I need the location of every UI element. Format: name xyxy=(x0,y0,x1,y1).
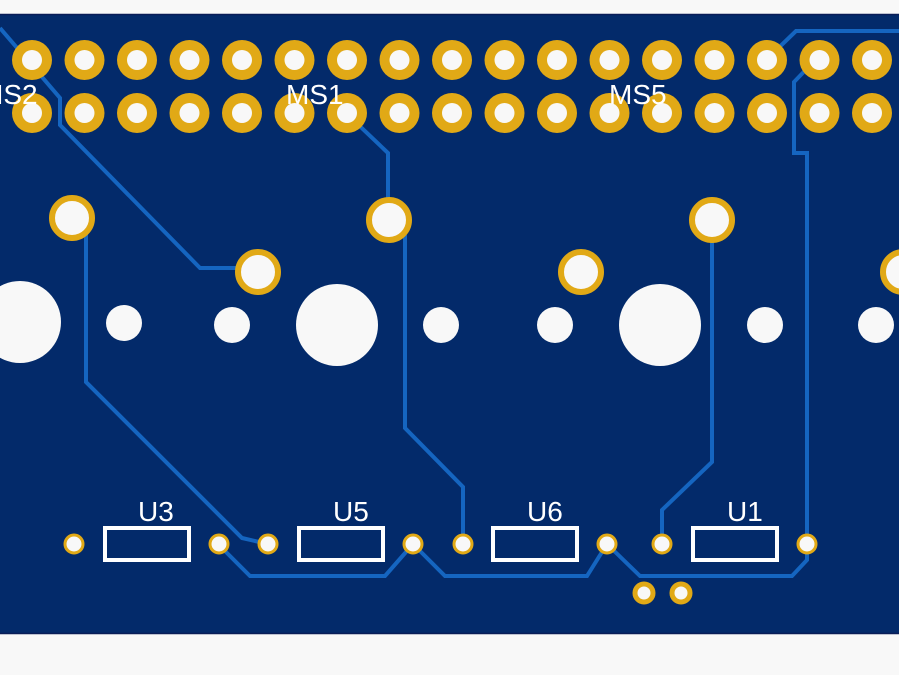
led-pad xyxy=(452,533,474,555)
header-pin-drill xyxy=(809,50,830,70)
trace xyxy=(216,542,415,578)
header-pin-drill xyxy=(74,50,95,70)
header-pin-drill xyxy=(284,103,305,123)
header-pin-drill xyxy=(284,50,305,70)
header-pin-drill xyxy=(337,50,357,70)
header-pin-drill xyxy=(232,103,252,123)
switch-pad xyxy=(880,249,899,295)
led-pad xyxy=(402,533,424,555)
header-pin-drill xyxy=(757,103,777,123)
switch-pad xyxy=(366,197,412,243)
header-pin-drill xyxy=(232,50,252,70)
drill-hole xyxy=(747,307,783,343)
label-u1: U1 xyxy=(727,496,763,527)
label-ms2: MS2 xyxy=(0,79,38,110)
led-pad xyxy=(257,533,279,555)
led-pad xyxy=(596,533,618,555)
header-pin-drill xyxy=(442,103,462,123)
header-pin-drill xyxy=(127,50,147,70)
header-pin-drill xyxy=(494,50,515,70)
header-pin-drill xyxy=(652,103,672,123)
mounting-hole xyxy=(0,281,61,363)
header-pin-drill xyxy=(127,103,147,123)
label-u6: U6 xyxy=(527,496,563,527)
mounting-hole xyxy=(619,284,701,366)
header-pin-drill xyxy=(389,103,410,123)
u5-outline xyxy=(297,526,385,562)
trace xyxy=(660,220,714,544)
drill-hole xyxy=(858,307,894,343)
label-u3: U3 xyxy=(138,496,174,527)
led-pad xyxy=(208,533,230,555)
led-pad xyxy=(651,533,673,555)
via-pad xyxy=(669,581,693,605)
header-pin-drill xyxy=(22,103,42,123)
via-pad xyxy=(632,581,656,605)
header-pin-drill xyxy=(547,50,567,70)
drill-hole xyxy=(423,307,459,343)
header-pin-drill xyxy=(337,103,357,123)
drill-hole xyxy=(214,307,250,343)
header-pin-drill xyxy=(652,50,672,70)
header-pins xyxy=(12,40,892,133)
switch-pad xyxy=(235,249,281,295)
switch-footprints xyxy=(0,195,899,366)
led-pad xyxy=(796,533,818,555)
header-pin-drill xyxy=(179,50,200,70)
trace xyxy=(411,542,609,578)
label-ms5: MS5 xyxy=(609,79,667,110)
u6-outline xyxy=(491,526,579,562)
trace xyxy=(792,53,822,544)
header-pin-drill xyxy=(599,50,620,70)
led-pad xyxy=(63,533,85,555)
header-pin-drill xyxy=(599,103,620,123)
trace xyxy=(605,542,809,578)
drill-hole xyxy=(106,305,142,341)
header-pin-drill xyxy=(757,50,777,70)
switch-pad xyxy=(689,197,735,243)
led-footprints xyxy=(63,526,818,605)
switch-pad xyxy=(558,249,604,295)
header-pin-drill xyxy=(862,103,882,123)
header-pin-drill xyxy=(22,50,42,70)
label-ms1: MS1 xyxy=(286,79,344,110)
header-pin-drill xyxy=(389,50,410,70)
header-pin-drill xyxy=(179,103,200,123)
header-pin-drill xyxy=(704,50,725,70)
header-pin-drill xyxy=(442,50,462,70)
header-pin-drill xyxy=(494,103,515,123)
drill-hole xyxy=(537,307,573,343)
u3-outline xyxy=(103,526,191,562)
header-pin-drill xyxy=(809,103,830,123)
mounting-hole xyxy=(296,284,378,366)
label-u5: U5 xyxy=(333,496,369,527)
u1-outline xyxy=(691,526,779,562)
switch-pad xyxy=(49,195,95,241)
header-pin-drill xyxy=(547,103,567,123)
header-pin-drill xyxy=(704,103,725,123)
header-pin-drill xyxy=(74,103,95,123)
header-pin-drill xyxy=(862,50,882,70)
